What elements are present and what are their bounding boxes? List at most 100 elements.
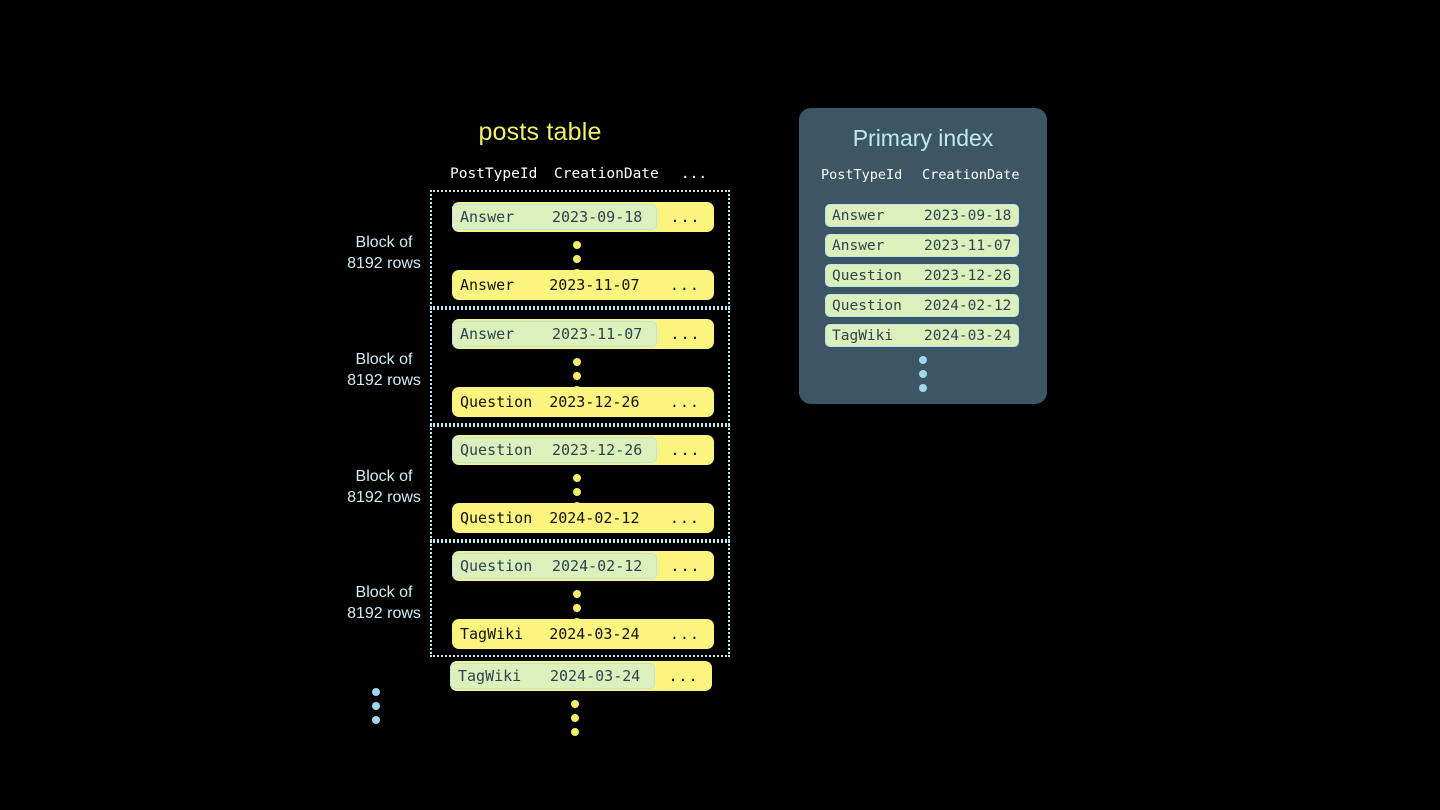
- table-row: Question 2024-02-12 ...: [452, 503, 714, 533]
- dot: [573, 488, 581, 496]
- table-row: Answer 2023-11-07 ...: [452, 319, 714, 349]
- dot: [372, 716, 380, 724]
- dot: [573, 590, 581, 598]
- cell-more: ...: [669, 393, 700, 411]
- dot: [573, 255, 581, 263]
- index-row: Answer 2023-09-18: [825, 204, 1019, 227]
- cell-more: ...: [669, 625, 700, 643]
- dot: [571, 700, 579, 708]
- dot: [573, 358, 581, 366]
- table-row: Answer 2023-09-18 ...: [452, 202, 714, 232]
- block-4-label-line2: 8192 rows: [347, 605, 421, 622]
- cell-creationdate: 2024-03-24: [549, 625, 640, 643]
- table-continuation-dots: [571, 700, 579, 736]
- block-2-label: Block of 8192 rows: [332, 349, 436, 391]
- block-3-label-line1: Block of: [355, 468, 413, 485]
- cell-creationdate: 2023-11-07: [549, 276, 640, 294]
- primary-index-title: Primary index: [852, 125, 994, 151]
- block-2-label-line1: Block of: [355, 351, 413, 368]
- block-2: Block of 8192 rows Answer 2023-11-07 ...…: [347, 308, 730, 425]
- cell-more: ...: [669, 276, 700, 294]
- dot: [919, 384, 927, 392]
- cell-creationdate: 2023-11-07: [924, 237, 1012, 254]
- table-row: Answer 2023-11-07 ...: [452, 270, 714, 300]
- index-row: TagWiki 2024-03-24: [825, 324, 1019, 347]
- posts-table-column-headers: PostTypeId CreationDate ...: [450, 166, 730, 182]
- cell-creationdate: 2023-09-18: [552, 208, 643, 226]
- dot: [919, 370, 927, 378]
- index-row: Answer 2023-11-07: [825, 234, 1019, 257]
- cell-more: ...: [670, 208, 701, 226]
- block-1: Block of 8192 rows Answer 2023-09-18 ...…: [347, 190, 730, 308]
- index-column-header-creationdate: CreationDate: [922, 167, 1020, 183]
- cell-creationdate: 2023-09-18: [924, 207, 1012, 224]
- block-1-label: Block of 8192 rows: [332, 232, 436, 274]
- primary-index-panel: Primary index PostTypeId CreationDate An…: [799, 108, 1047, 404]
- cell-posttypeid: Question: [832, 267, 902, 284]
- cell-creationdate: 2023-11-07: [552, 325, 643, 343]
- block-4-label-line1: Block of: [355, 584, 413, 601]
- cell-posttypeid: TagWiki: [832, 327, 894, 344]
- row-key-highlight: Question 2024-02-12: [452, 553, 657, 579]
- cell-more: ...: [670, 557, 701, 575]
- row-key-highlight: Question 2023-12-26: [452, 437, 657, 463]
- cell-creationdate: 2023-12-26: [552, 441, 643, 459]
- cell-posttypeid: TagWiki: [458, 667, 522, 685]
- table-row-trailing: TagWiki 2024-03-24 ...: [450, 661, 712, 691]
- block-4-label: Block of 8192 rows: [332, 582, 436, 624]
- block-4: Block of 8192 rows Question 2024-02-12 .…: [347, 541, 730, 657]
- cell-creationdate: 2023-12-26: [924, 267, 1012, 284]
- primary-index-column-headers: PostTypeId CreationDate: [821, 167, 1031, 183]
- cell-creationdate: 2024-02-12: [924, 297, 1012, 314]
- block-3-label: Block of 8192 rows: [332, 466, 436, 508]
- dot: [372, 688, 380, 696]
- cell-posttypeid: Answer: [460, 276, 515, 294]
- table-row: Question 2024-02-12 ...: [452, 551, 714, 581]
- table-row: Question 2023-12-26 ...: [452, 387, 714, 417]
- cell-posttypeid: Question: [832, 297, 902, 314]
- column-header-creationdate: CreationDate: [554, 166, 659, 182]
- block-1-label-line2: 8192 rows: [347, 255, 421, 272]
- dot: [573, 241, 581, 249]
- block-1-label-line1: Block of: [355, 234, 413, 251]
- cell-creationdate: 2024-02-12: [549, 509, 640, 527]
- posts-table-title: posts table: [478, 118, 602, 146]
- cell-creationdate: 2024-03-24: [924, 327, 1012, 344]
- cell-posttypeid: Answer: [832, 207, 885, 224]
- dot: [571, 728, 579, 736]
- block-3: Block of 8192 rows Question 2023-12-26 .…: [347, 425, 730, 541]
- dot: [571, 714, 579, 722]
- row-key-highlight: TagWiki 2024-03-24: [450, 663, 655, 689]
- index-column-header-posttypeid: PostTypeId: [821, 167, 903, 183]
- block-3-label-line2: 8192 rows: [347, 489, 421, 506]
- cell-more: ...: [670, 325, 701, 343]
- column-header-posttypeid: PostTypeId: [450, 166, 538, 182]
- index-row: Question 2023-12-26: [825, 264, 1019, 287]
- block-continuation-dots: [372, 688, 380, 724]
- dot: [573, 474, 581, 482]
- cell-creationdate: 2024-02-12: [552, 557, 643, 575]
- row-key-highlight: Answer 2023-09-18: [452, 204, 657, 230]
- cell-posttypeid: Answer: [460, 208, 515, 226]
- block-2-label-line2: 8192 rows: [347, 372, 421, 389]
- dot: [573, 372, 581, 380]
- cell-posttypeid: Question: [460, 393, 533, 411]
- table-row: Question 2023-12-26 ...: [452, 435, 714, 465]
- table-row: TagWiki 2024-03-24 ...: [452, 619, 714, 649]
- cell-posttypeid: Question: [460, 557, 533, 575]
- index-row: Question 2024-02-12: [825, 294, 1019, 317]
- cell-posttypeid: TagWiki: [460, 625, 524, 643]
- cell-posttypeid: Answer: [832, 237, 885, 254]
- cell-posttypeid: Question: [460, 509, 533, 527]
- dot: [919, 356, 927, 364]
- index-continuation-dots: [919, 356, 927, 392]
- cell-posttypeid: Answer: [460, 325, 515, 343]
- cell-more: ...: [669, 509, 700, 527]
- cell-more: ...: [668, 667, 699, 685]
- dot: [573, 604, 581, 612]
- row-key-highlight: Answer 2023-11-07: [452, 321, 657, 347]
- dot: [372, 702, 380, 710]
- column-header-more: ...: [680, 166, 708, 182]
- cell-posttypeid: Question: [460, 441, 533, 459]
